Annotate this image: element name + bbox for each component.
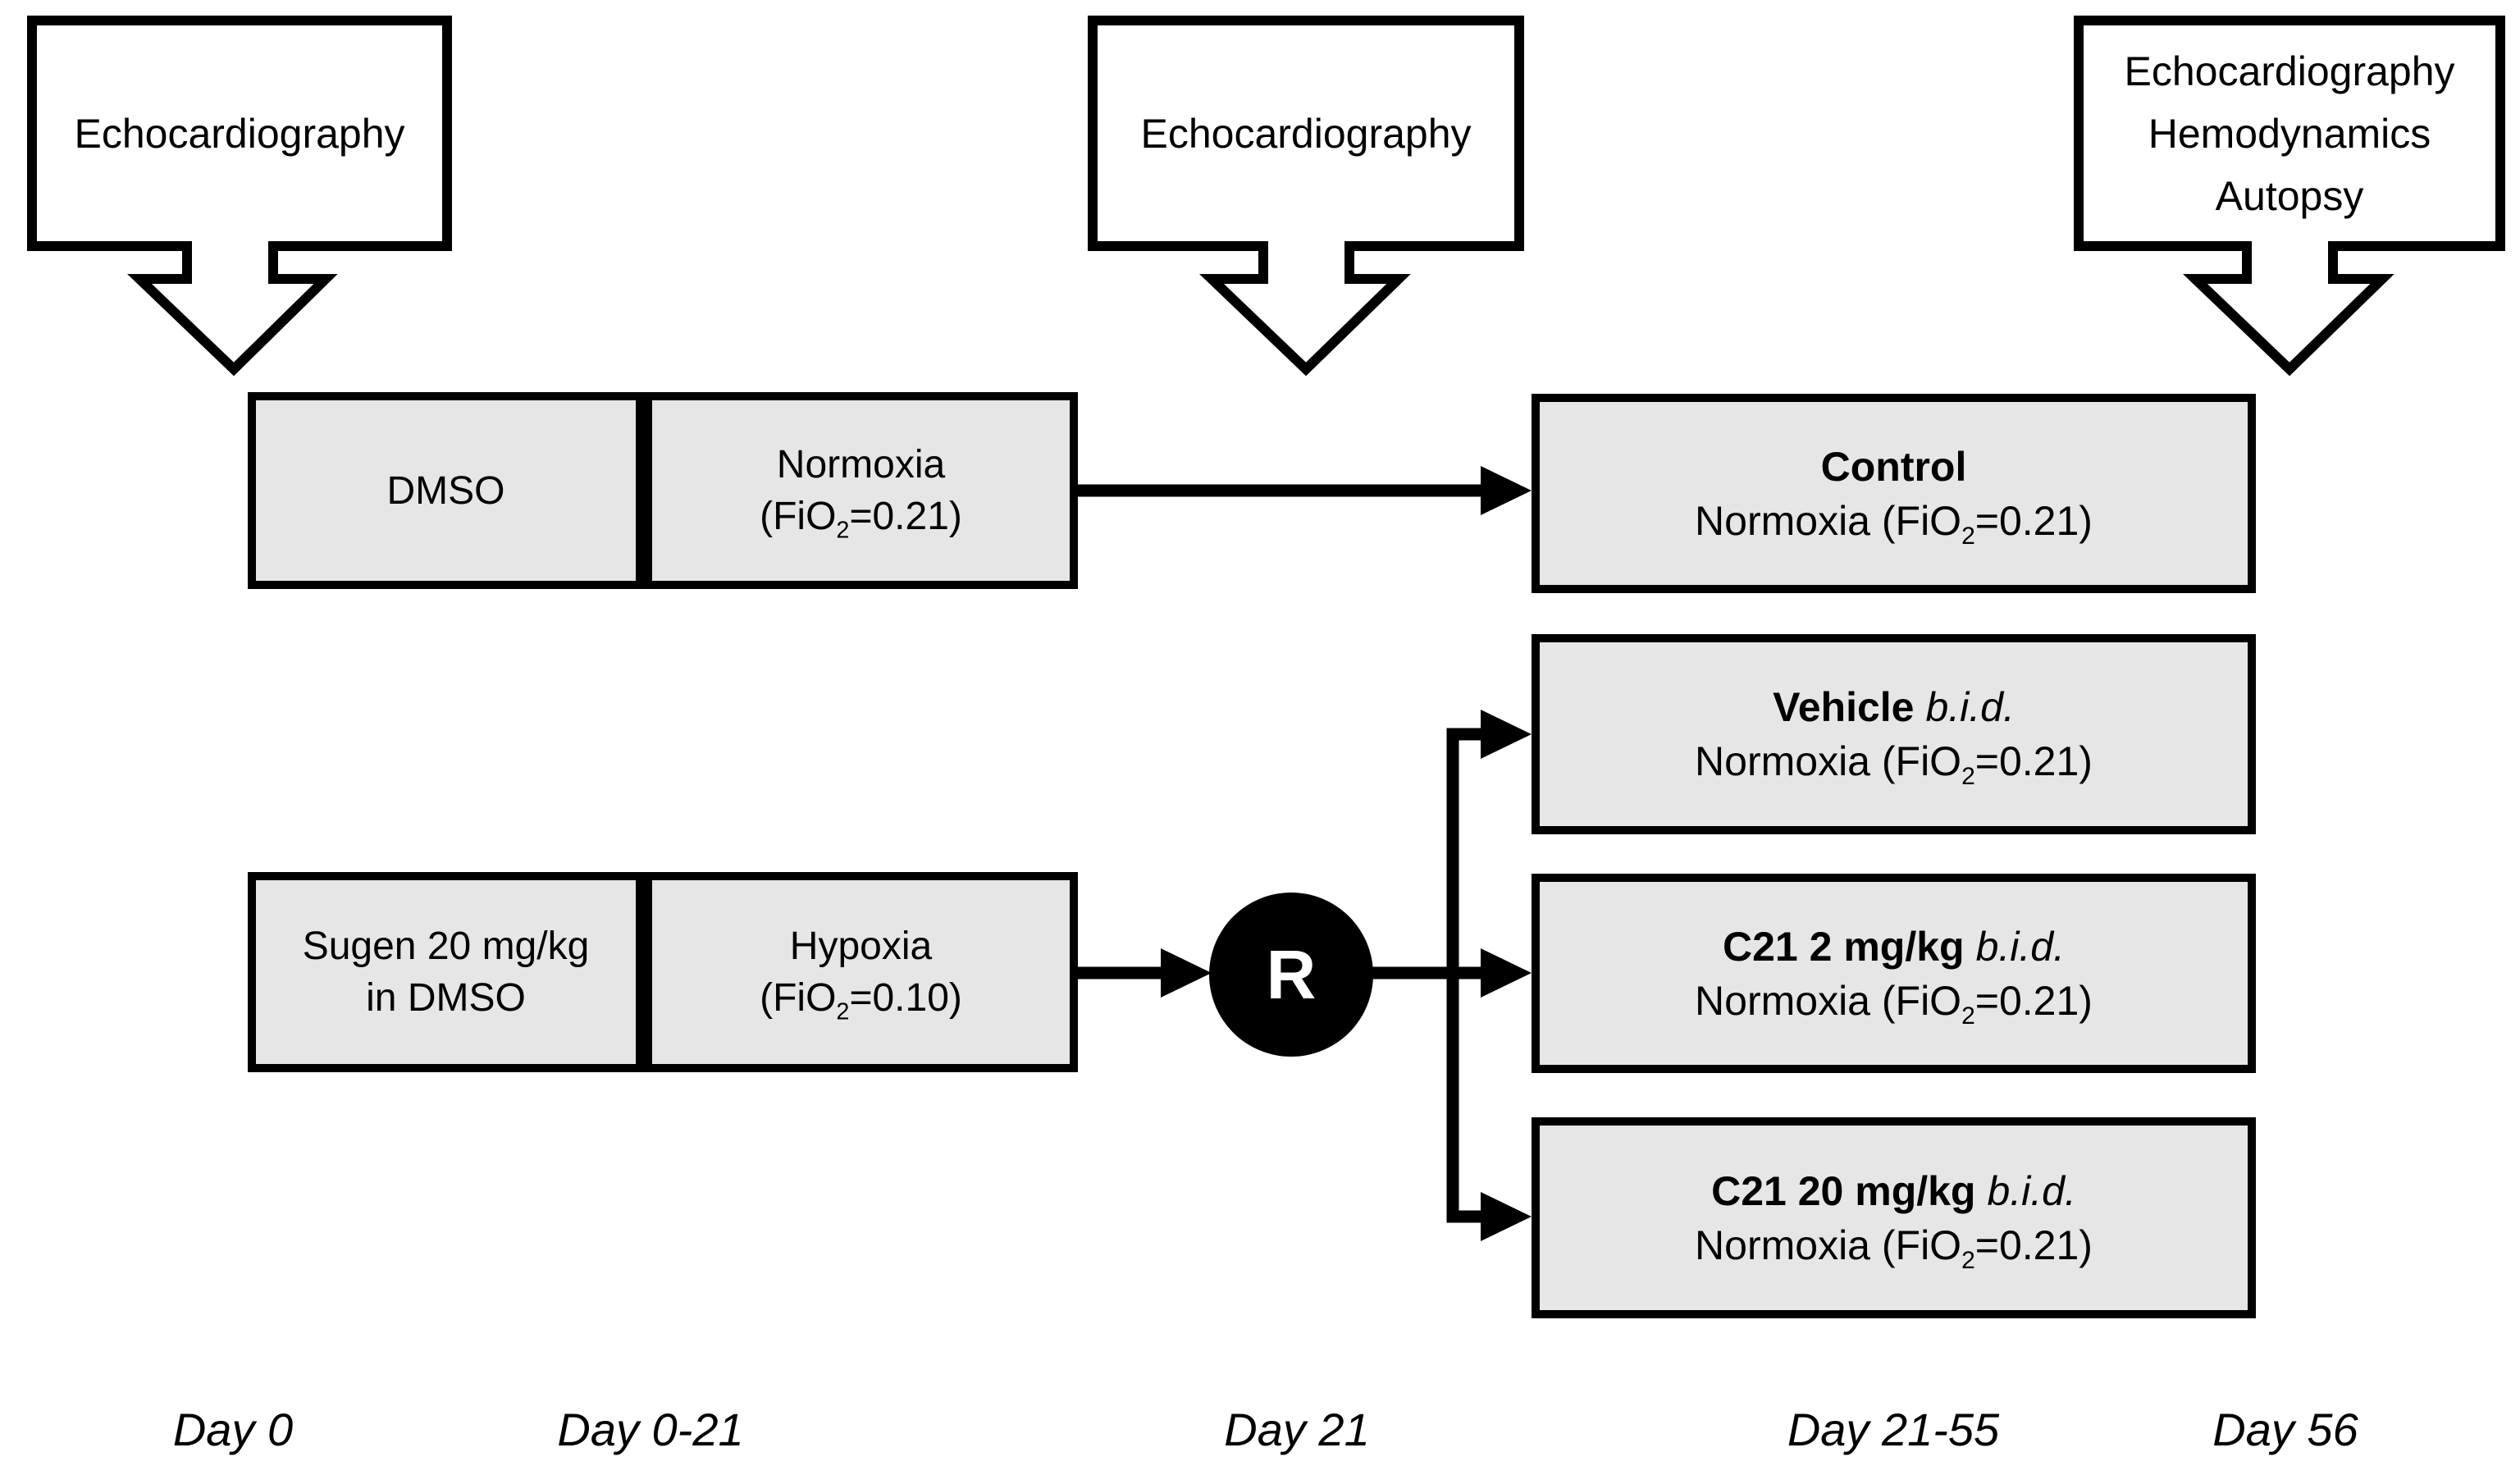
fio2-prefix: (FiO: [760, 495, 837, 538]
env-suffix: =0.21): [1974, 977, 2093, 1024]
arrowhead-to-randomization: [1161, 948, 1212, 998]
sugen-line1: Sugen 20 mg/kg: [302, 925, 590, 968]
dmso-label: DMSO: [386, 468, 505, 513]
normoxia-exposure-condition: Normoxia: [776, 443, 946, 486]
sugen-line2: in DMSO: [366, 976, 526, 1020]
box-hypoxia-exposure: Hypoxia (FiO2=0.10): [644, 872, 1078, 1072]
callout-endpoint-shape: [2074, 16, 2505, 377]
randomization-label: R: [1266, 935, 1317, 1013]
env-prefix: Normoxia (FiO: [1695, 497, 1962, 544]
fio2-subscript: 2: [836, 517, 850, 544]
group-name: C21 2 mg/kg: [1723, 923, 1965, 970]
fio2-subscript: 2: [836, 998, 850, 1025]
callout-midpoint-shape: [1088, 16, 1524, 377]
group-name: C21 20 mg/kg: [1711, 1167, 1976, 1214]
timeline-label-day-21-55: Day 21-55: [1787, 1403, 2000, 1455]
hypoxia-exposure-fio2: (FiO2=0.10): [760, 972, 962, 1024]
callout-endpoint-label: Echocardiography Hemodynamics Autopsy: [2079, 21, 2500, 246]
randomization-circle: R: [1209, 893, 1373, 1057]
env-prefix: Normoxia (FiO: [1695, 1222, 1962, 1268]
fio2-suffix: =0.10): [849, 976, 962, 1020]
normoxia-exposure-fio2: (FiO2=0.21): [760, 491, 962, 542]
arrowhead-to-vehicle: [1481, 710, 1532, 759]
control-name: Control: [1821, 440, 1967, 494]
arrowhead-to-c21-high: [1481, 1192, 1532, 1241]
group-dosing: b.i.d.: [1925, 684, 2015, 730]
env-subscript: 2: [1961, 1246, 1975, 1274]
env-prefix: Normoxia (FiO: [1695, 977, 1962, 1024]
timeline-label-day-0-21: Day 0-21: [557, 1403, 744, 1455]
callout-endpoint-line1: Echocardiography: [2124, 48, 2455, 94]
env-subscript: 2: [1961, 1002, 1975, 1030]
env-suffix: =0.21): [1974, 1222, 2093, 1268]
box-sugen: Sugen 20 mg/kg in DMSO: [248, 872, 644, 1072]
fio2-suffix: =0.21): [849, 495, 962, 538]
vehicle-environment: Normoxia (FiO2=0.21): [1695, 734, 2093, 790]
callout-endpoint-line2: Hemodynamics: [2148, 110, 2431, 157]
env-subscript: 2: [1961, 763, 1975, 790]
c21-high-environment: Normoxia (FiO2=0.21): [1695, 1218, 2093, 1274]
callout-midpoint-line1: Echocardiography: [1140, 110, 1472, 157]
timeline-label-day-21: Day 21: [1224, 1403, 1370, 1455]
arrowhead-to-c21-low: [1481, 948, 1532, 998]
box-normoxia-exposure: Normoxia (FiO2=0.21): [644, 392, 1078, 589]
group-box-control: Control Normoxia (FiO2=0.21): [1532, 394, 2256, 593]
connector-lines: [1071, 484, 1491, 1223]
env-suffix: =0.21): [1974, 738, 2093, 784]
timeline-label-day-56: Day 56: [2212, 1403, 2358, 1455]
timeline-label-day-0: Day 0: [172, 1403, 294, 1455]
group-dosing: b.i.d.: [1975, 923, 2065, 970]
group-dosing: b.i.d.: [1987, 1167, 2076, 1214]
env-subscript: 2: [1961, 522, 1975, 550]
callout-baseline-label: Echocardiography: [32, 21, 447, 246]
env-prefix: Normoxia (FiO: [1695, 738, 1962, 784]
callout-baseline-shape: [27, 16, 452, 377]
group-name: Control: [1820, 443, 1967, 490]
arrowhead-to-control: [1481, 466, 1532, 515]
control-environment: Normoxia (FiO2=0.21): [1695, 494, 2093, 550]
hypoxia-exposure-condition: Hypoxia: [789, 925, 933, 968]
env-suffix: =0.21): [1974, 497, 2093, 544]
callout-endpoint-line3: Autopsy: [2215, 172, 2364, 219]
callout-baseline-line1: Echocardiography: [74, 110, 405, 157]
fio2-prefix: (FiO: [760, 976, 837, 1020]
box-dmso: DMSO: [248, 392, 644, 589]
c21-low-environment: Normoxia (FiO2=0.21): [1695, 974, 2093, 1030]
callout-midpoint-label: Echocardiography: [1093, 21, 1519, 246]
group-name: Vehicle: [1773, 684, 1915, 730]
